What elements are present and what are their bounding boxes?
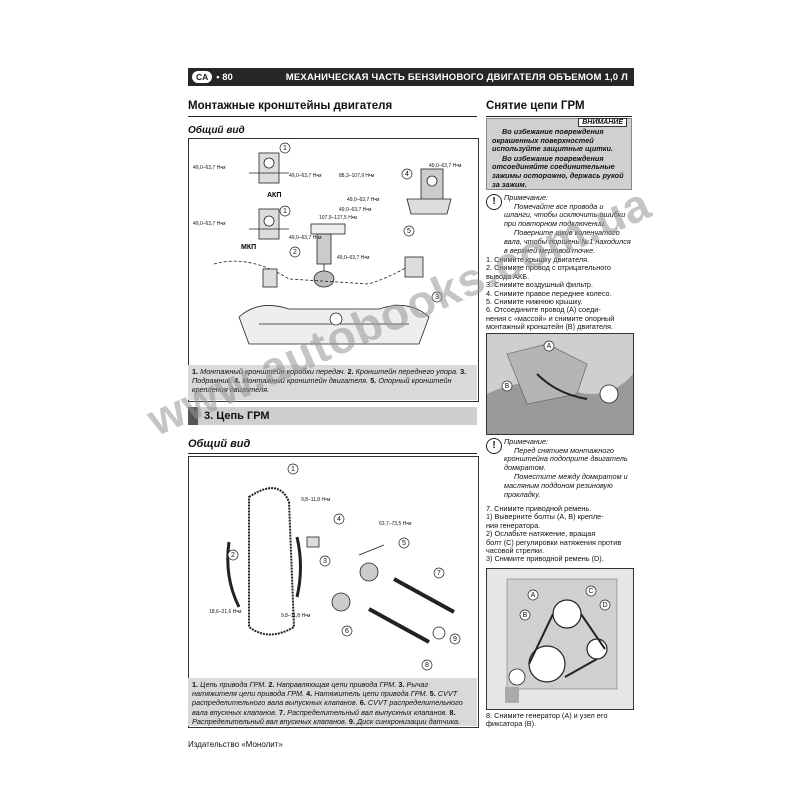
page-number: • 80 — [216, 71, 233, 83]
step: фиксатора (B). — [486, 719, 537, 729]
callout-2: 2 — [231, 552, 235, 559]
torque-label: 88,3–107,9 Н•м — [339, 173, 375, 179]
callout-4: 4 — [405, 171, 409, 178]
callout-2: 2 — [293, 249, 297, 256]
step: 8. Снимите генератор (A) и узел его — [486, 711, 608, 720]
photo-label-a: A — [531, 592, 536, 599]
caption-mounts: 1. Монтажный кронштейн коробки передач. … — [188, 365, 477, 400]
callout-1: 1 — [291, 466, 295, 473]
step: ния генератора. — [486, 520, 541, 530]
note-label: Примечание: — [504, 437, 549, 446]
torque-label: 63,7–73,5 Н•м — [379, 521, 412, 527]
callout-5: 5 — [407, 228, 411, 235]
step: 2) Ослабьте натяжение, вращая — [486, 529, 596, 539]
torque-label: 49,0–63,7 Н•м — [339, 207, 372, 213]
step: 5. Снимите нижнюю крышку. — [486, 297, 583, 307]
subhead-general-view-1: Общий вид — [188, 125, 245, 136]
torque-label: 49,0–63,7 Н•м — [347, 197, 380, 203]
callout-1b: 1 — [283, 208, 287, 215]
callout-4: 4 — [337, 516, 341, 523]
torque-label: 49,0–63,7 Н•м — [193, 221, 226, 227]
photo-label-b: B — [505, 383, 510, 390]
step: 4. Снимите правое переднее колесо. — [486, 288, 612, 298]
torque-label: 49,0–63,7 Н•м — [429, 163, 462, 169]
step: 1. Снимите крышку двигателя. — [486, 255, 590, 264]
chapter-title: МЕХАНИЧЕСКАЯ ЧАСТЬ БЕНЗИНОВОГО ДВИГАТЕЛЯ… — [285, 71, 628, 83]
photo-label-c: C — [588, 588, 593, 595]
torque-label: 18,6–21,6 Н•м — [209, 609, 242, 615]
photo-drive-belt: A B C D — [486, 568, 634, 710]
photo-label-a: A — [547, 343, 552, 350]
torque-label: 49,0–63,7 Н•м — [289, 173, 322, 179]
step: вывода АКБ. — [486, 271, 530, 281]
torque-label: 9,8–11,8 Н•м — [301, 497, 331, 503]
torque-label: 9,8–11,8 Н•м — [281, 613, 311, 619]
step: нения с «массой» и снимите опорный — [486, 313, 615, 323]
warning-box: ВНИМАНИЕ Во избежание повреждения окраше… — [486, 118, 632, 190]
steps-list-3: 8. Снимите генератор (A) и узел его фикс… — [486, 711, 608, 729]
page-header: CA • 80 МЕХАНИЧЕСКАЯ ЧАСТЬ БЕНЗИНОВОГО Д… — [188, 68, 634, 86]
callout-3: 3 — [323, 558, 327, 565]
warning-text: Во избежание повреждения окрашенных пове… — [492, 127, 624, 189]
note-exclamation-icon: ! — [486, 438, 502, 454]
note-1: ! Примечание: Помечайте все провода и шл… — [486, 193, 632, 254]
section-rule — [188, 453, 477, 454]
note-label: Примечание: — [504, 193, 549, 202]
section-rule — [188, 116, 477, 117]
torque-label: 107,9–127,5 Н•м — [319, 215, 358, 221]
step: часовой стрелки. — [486, 546, 545, 556]
step: 3) Снимите приводной ремень (D). — [486, 554, 604, 564]
step: 6. Отсоедините провод (A) соеди- — [486, 305, 601, 315]
callout-1a: 1 — [283, 145, 287, 152]
callout-7: 7 — [437, 570, 441, 577]
section-banner-timing-chain: 3. Цепь ГРМ — [188, 407, 477, 425]
photo-engine-mount: A B — [486, 333, 634, 435]
note-2: ! Примечание: Перед снятием монтажного к… — [486, 437, 632, 502]
figure-engine-mounts: 1 1 2 3 4 5 АКП МКП 49,0–63,7 Н•м 49,0–6… — [188, 138, 479, 402]
step: монтажный кронштейн (B) двигателя. — [486, 322, 614, 332]
photo-label-d: D — [602, 602, 607, 609]
callout-3: 3 — [435, 294, 439, 301]
timing-chain-diagram: 1 2 3 4 5 6 7 8 9 9,8–11,8 Н•м 63,7–73,5… — [209, 463, 461, 671]
step: 3. Снимите воздушный фильтр. — [486, 280, 594, 290]
section-rule — [486, 116, 632, 117]
torque-label: 49,0–63,7 Н•м — [337, 255, 370, 261]
label-mkp: МКП — [241, 244, 256, 251]
steps-list-2: 7. Снимите приводной ремень. 1) Вывернит… — [486, 504, 622, 564]
photo-label-b: B — [523, 612, 528, 619]
caption-timing-chain: 1. Цепь привода ГРМ. 2. Направляющая цеп… — [188, 678, 477, 726]
step: 7. Снимите приводной ремень. — [486, 504, 592, 513]
step: болт (C) регулировки натяжения против — [486, 537, 622, 547]
step: 2. Снимите провод с отрицательного — [486, 263, 611, 273]
callout-5: 5 — [402, 540, 406, 547]
brand-badge: CA — [192, 71, 213, 83]
callout-9: 9 — [453, 636, 457, 643]
subhead-general-view-2: Общий вид — [188, 438, 251, 450]
note-exclamation-icon: ! — [486, 194, 502, 210]
callout-8: 8 — [425, 662, 429, 669]
publisher-footer: Издательство «Монолит» — [188, 740, 283, 749]
torque-label: 49,0–63,7 Н•м — [193, 165, 226, 171]
steps-list-1: 1. Снимите крышку двигателя. 2. Снимите … — [486, 255, 615, 332]
step: 1) Выверните болты (A, B) крепле- — [486, 512, 604, 522]
label-akp: АКП — [267, 192, 281, 199]
warning-label: ВНИМАНИЕ — [578, 118, 627, 127]
callout-6: 6 — [345, 628, 349, 635]
section-title-chain-removal: Снятие цепи ГРМ — [486, 100, 585, 112]
mounts-diagram: 1 1 2 3 4 5 АКП МКП 49,0–63,7 Н•м 49,0–6… — [193, 142, 462, 345]
section-title-mounts: Монтажные кронштейны двигателя — [188, 100, 393, 112]
torque-label: 49,0–63,7 Н•м — [289, 235, 322, 241]
